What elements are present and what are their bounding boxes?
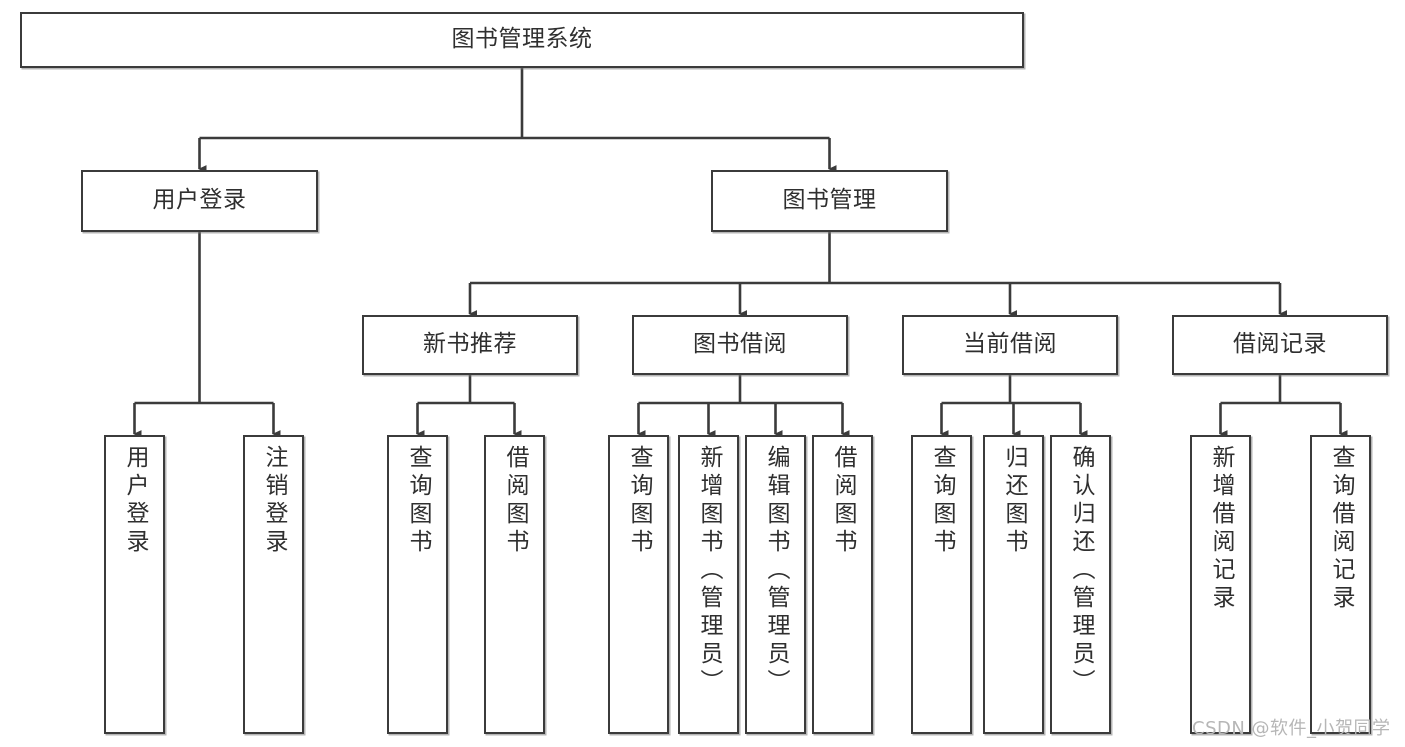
node-leaf-edit-book[interactable]: 编辑图书（管理员） <box>745 435 806 734</box>
node-leaf-add-record-label: 新增借阅记录 <box>1208 445 1234 613</box>
node-leaf-query-record[interactable]: 查询借阅记录 <box>1310 435 1371 734</box>
node-leaf-borrow-book-2[interactable]: 借阅图书 <box>812 435 873 734</box>
node-book-manage-label: 图书管理 <box>782 187 877 214</box>
node-user-login[interactable]: 用户登录 <box>81 170 318 232</box>
connector-lines <box>133 68 1348 438</box>
node-user-login-label: 用户登录 <box>152 187 247 214</box>
node-leaf-query-book-1-label: 查询图书 <box>405 445 431 557</box>
node-current-borrow-label: 当前借阅 <box>963 331 1057 358</box>
node-leaf-return-book-label: 归还图书 <box>1001 445 1027 557</box>
node-leaf-add-record[interactable]: 新增借阅记录 <box>1190 435 1251 734</box>
node-book-borrow[interactable]: 图书借阅 <box>632 315 848 375</box>
node-new-book-rec[interactable]: 新书推荐 <box>362 315 578 375</box>
node-leaf-user-logout-label: 注销登录 <box>261 445 287 557</box>
node-leaf-add-book[interactable]: 新增图书（管理员） <box>678 435 739 734</box>
node-leaf-borrow-book-2-label: 借阅图书 <box>830 445 856 557</box>
node-leaf-query-book-3[interactable]: 查询图书 <box>911 435 972 734</box>
node-leaf-query-book-3-label: 查询图书 <box>929 445 955 557</box>
node-new-book-rec-label: 新书推荐 <box>423 331 517 358</box>
node-leaf-edit-book-label: 编辑图书（管理员） <box>763 445 789 697</box>
node-leaf-confirm-return[interactable]: 确认归还（管理员） <box>1050 435 1111 734</box>
node-leaf-user-logout[interactable]: 注销登录 <box>243 435 304 734</box>
node-leaf-query-record-label: 查询借阅记录 <box>1328 445 1354 613</box>
node-root[interactable]: 图书管理系统 <box>20 12 1024 68</box>
node-book-manage[interactable]: 图书管理 <box>711 170 948 232</box>
node-root-label: 图书管理系统 <box>451 26 593 53</box>
node-leaf-query-book-1[interactable]: 查询图书 <box>387 435 448 734</box>
node-leaf-confirm-return-label: 确认归还（管理员） <box>1068 445 1094 697</box>
node-current-borrow[interactable]: 当前借阅 <box>902 315 1118 375</box>
node-leaf-user-login[interactable]: 用户登录 <box>104 435 165 734</box>
node-borrow-record-label: 借阅记录 <box>1233 331 1327 358</box>
node-leaf-query-book-2-label: 查询图书 <box>626 445 652 557</box>
node-leaf-return-book[interactable]: 归还图书 <box>983 435 1044 734</box>
node-leaf-query-book-2[interactable]: 查询图书 <box>608 435 669 734</box>
node-leaf-add-book-label: 新增图书（管理员） <box>696 445 722 697</box>
node-borrow-record[interactable]: 借阅记录 <box>1172 315 1388 375</box>
node-leaf-borrow-book-1-label: 借阅图书 <box>502 445 528 557</box>
node-book-borrow-label: 图书借阅 <box>693 331 787 358</box>
node-leaf-borrow-book-1[interactable]: 借阅图书 <box>484 435 545 734</box>
node-leaf-user-login-label: 用户登录 <box>122 445 148 557</box>
